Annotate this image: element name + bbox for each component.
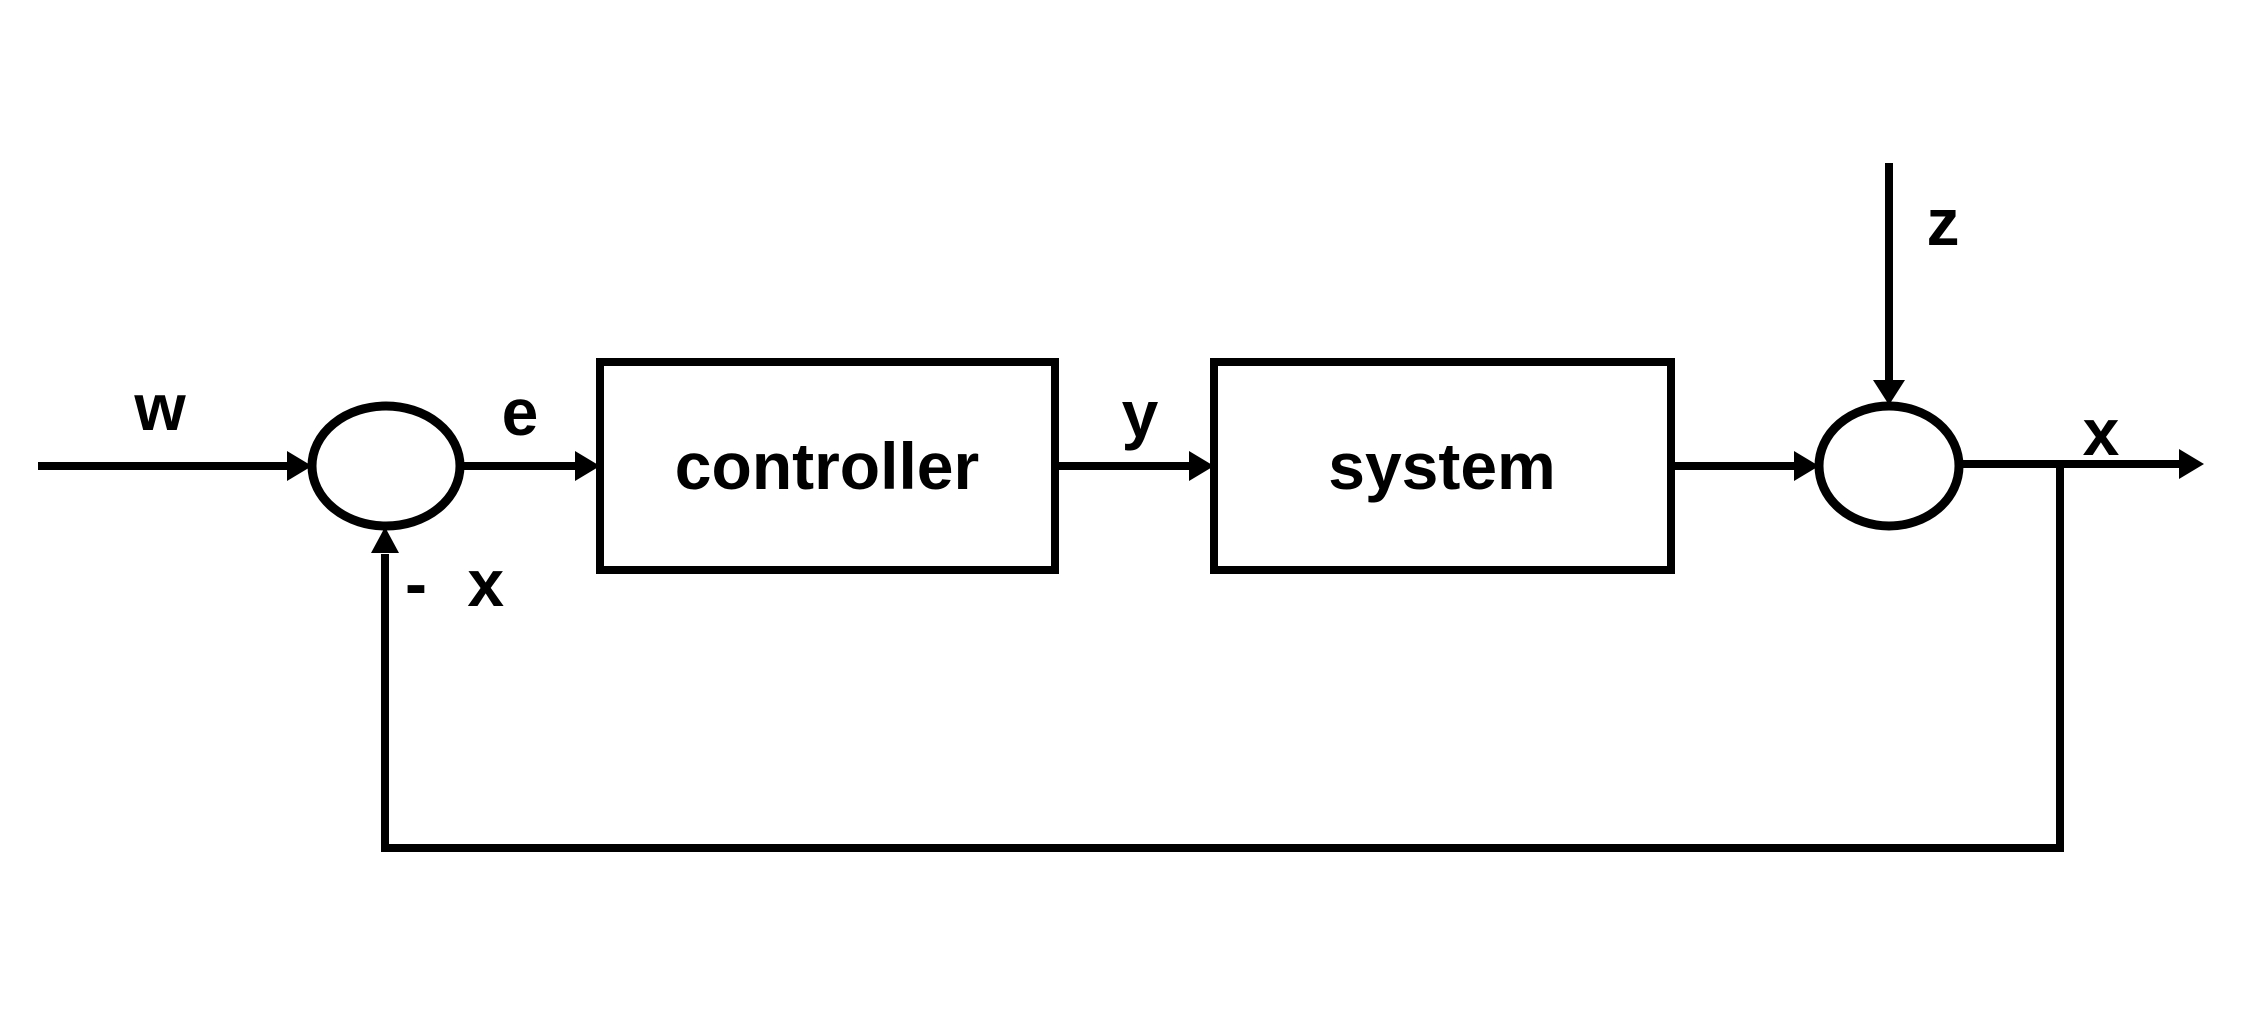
summing-junction-left: [307, 401, 465, 531]
disturbance-z-arrowhead-icon: [1873, 380, 1905, 405]
error-e-arrowhead-icon: [575, 451, 600, 481]
output-x-arrowhead-icon: [2179, 449, 2204, 479]
control-y-arrowhead-icon: [1189, 451, 1214, 481]
system-output-arrowhead-icon: [1794, 451, 1819, 481]
feedback-line: [381, 464, 2064, 852]
label-feedback-minus-x: - x: [405, 546, 504, 620]
controller-block: [596, 358, 1059, 574]
label-z: z: [1927, 185, 1960, 259]
label-x: x: [2083, 395, 2120, 469]
label-w: w: [133, 370, 186, 444]
label-e: e: [502, 375, 539, 449]
system-label: system: [1328, 429, 1556, 503]
input-w-arrowhead-icon: [287, 451, 312, 481]
feedback-arrowhead-icon: [371, 527, 399, 553]
label-y: y: [1122, 377, 1159, 451]
summing-junction-right: [1814, 401, 1964, 531]
controller-label: controller: [675, 429, 979, 503]
